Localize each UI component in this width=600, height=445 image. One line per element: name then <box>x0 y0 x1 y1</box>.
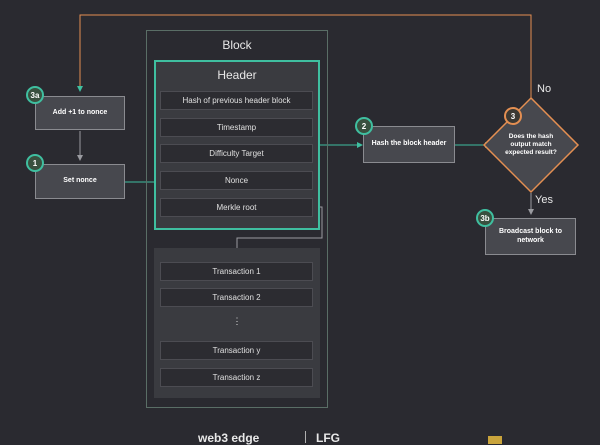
header-field-nonce: Nonce <box>160 171 313 190</box>
header-field-timestamp: Timestamp <box>160 118 313 137</box>
transactions-ellipsis: ⋮ <box>232 316 242 326</box>
step-badge-3: 3 <box>504 107 522 125</box>
header-title: Header <box>217 68 257 82</box>
hash-header-label: Hash the block header <box>371 140 447 148</box>
broadcast-label: Broadcast block to network <box>498 227 562 244</box>
set-nonce-label: Set nonce <box>63 177 97 185</box>
header-field-difficulty-target: Difficulty Target <box>160 144 313 163</box>
broadcast-node: Broadcast block to network <box>485 218 576 255</box>
decision-label: Does the hash output match expected resu… <box>505 132 557 157</box>
add-nonce-node: Add +1 to nonce <box>35 96 125 130</box>
transaction-item: Transaction 2 <box>160 288 313 307</box>
step-badge-3a: 3a <box>26 86 44 104</box>
add-nonce-label: Add +1 to nonce <box>52 108 108 116</box>
set-nonce-node: Set nonce <box>35 164 125 199</box>
footer-logo-icon <box>488 436 502 444</box>
transaction-item: Transaction z <box>160 368 313 387</box>
footer-brand-text: web3 edge <box>198 431 260 445</box>
no-loop-connector <box>79 14 532 98</box>
header-field-merkle-root: Merkle root <box>160 198 313 217</box>
step-badge-1: 1 <box>26 154 44 172</box>
yes-edge-label: Yes <box>535 194 553 206</box>
footer-partner-text: LFG <box>316 431 340 445</box>
transaction-item: Transaction 1 <box>160 262 313 281</box>
step-badge-2: 2 <box>355 117 373 135</box>
hash-header-node: Hash the block header <box>363 126 455 163</box>
step-badge-3b: 3b <box>476 209 494 227</box>
decision-node: Does the hash output match expected resu… <box>503 130 559 160</box>
no-loop-arrowhead <box>77 86 83 92</box>
header-field-previous-hash: Hash of previous header block <box>160 91 313 110</box>
transaction-item: Transaction y <box>160 341 313 360</box>
footer-divider <box>305 431 306 443</box>
block-container <box>146 30 328 408</box>
no-edge-label: No <box>537 83 552 95</box>
block-title: Block <box>222 38 252 52</box>
